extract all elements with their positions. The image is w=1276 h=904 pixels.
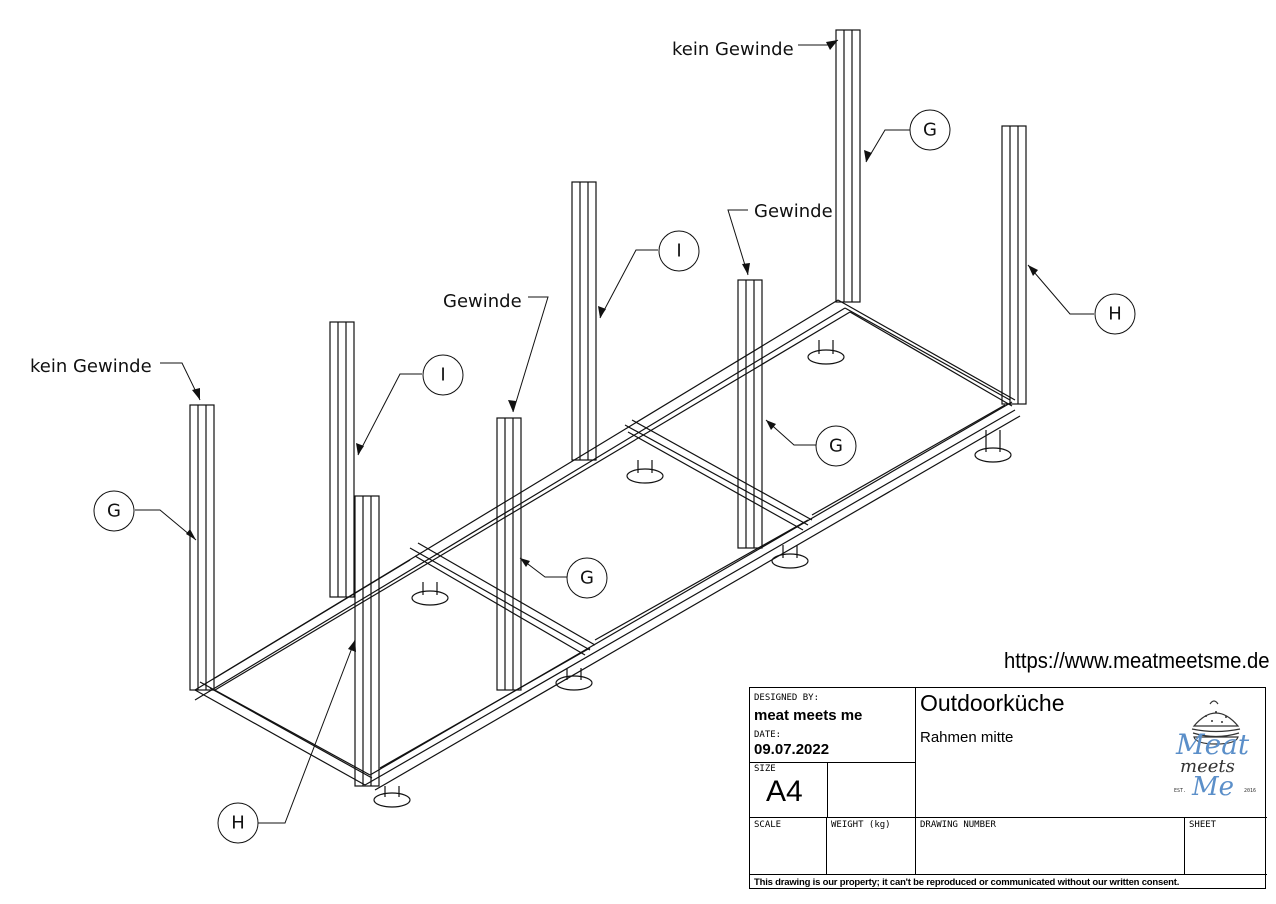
logo-est: EST. bbox=[1174, 788, 1187, 794]
post-right-middle-front bbox=[737, 279, 763, 549]
size-label: SIZE bbox=[754, 764, 776, 774]
right-short-rail bbox=[837, 299, 1016, 407]
logo-line-3: Me bbox=[1192, 772, 1235, 802]
arrowheads bbox=[186, 40, 1038, 652]
title-block: DESIGNED BY: meat meets me DATE: 09.07.2… bbox=[749, 687, 1267, 889]
callout-h-2: H bbox=[231, 813, 245, 834]
weight-label: WEIGHT (kg) bbox=[831, 820, 891, 830]
scale-label: SCALE bbox=[754, 820, 782, 830]
post-front-near bbox=[354, 495, 380, 787]
burger-icon bbox=[1191, 700, 1241, 745]
sheet-label: SHEET bbox=[1189, 820, 1217, 830]
callout-g-2: G bbox=[107, 501, 121, 522]
front-long-rail bbox=[194, 299, 851, 701]
callout-h-1: H bbox=[1108, 304, 1122, 325]
middle-rail-1 bbox=[409, 542, 596, 656]
callout-i-2: I bbox=[440, 365, 445, 386]
disclaimer: This drawing is our property; it can't b… bbox=[754, 877, 1180, 888]
callout-g-3: G bbox=[829, 436, 843, 457]
label-gewinde-center: Gewinde bbox=[443, 291, 522, 312]
drawing-number-label: DRAWING NUMBER bbox=[920, 820, 996, 830]
logo-year: 2016 bbox=[1244, 788, 1257, 794]
post-left-back bbox=[329, 321, 355, 598]
designed-by-label: DESIGNED BY: bbox=[754, 693, 820, 703]
size-value: A4 bbox=[766, 775, 803, 808]
post-right-back bbox=[835, 29, 861, 303]
post-middle-front bbox=[496, 417, 522, 691]
callout-circles bbox=[93, 109, 1136, 844]
logo-line-1: Meat bbox=[1176, 728, 1250, 761]
left-short-rail bbox=[194, 681, 373, 786]
designed-by-value: meat meets me bbox=[754, 707, 863, 724]
post-left-front bbox=[189, 404, 215, 691]
brand-logo: Meat meets EST. Me 2016 bbox=[1170, 696, 1262, 812]
middle-rail-2 bbox=[624, 419, 813, 531]
logo-line-2: meets bbox=[1180, 756, 1235, 777]
post-far-right bbox=[1001, 125, 1027, 405]
drawing-subtitle: Rahmen mitte bbox=[920, 729, 1014, 746]
callout-g-1: G bbox=[923, 120, 937, 141]
callout-i-1: I bbox=[676, 241, 681, 262]
label-gewinde-right: Gewinde bbox=[754, 201, 833, 222]
date-label: DATE: bbox=[754, 730, 782, 740]
label-kein-gewinde-left: kein Gewinde bbox=[30, 356, 152, 377]
drawing-title: Outdoorküche bbox=[920, 690, 1065, 716]
leader-lines bbox=[135, 39, 1094, 824]
post-middle-back bbox=[571, 181, 597, 461]
callout-g-4: G bbox=[580, 568, 594, 589]
website-url[interactable]: https://www.meatmeetsme.de bbox=[1004, 648, 1270, 673]
label-kein-gewinde-right: kein Gewinde bbox=[672, 39, 794, 60]
feet bbox=[373, 340, 1012, 808]
date-value: 09.07.2022 bbox=[754, 741, 830, 758]
